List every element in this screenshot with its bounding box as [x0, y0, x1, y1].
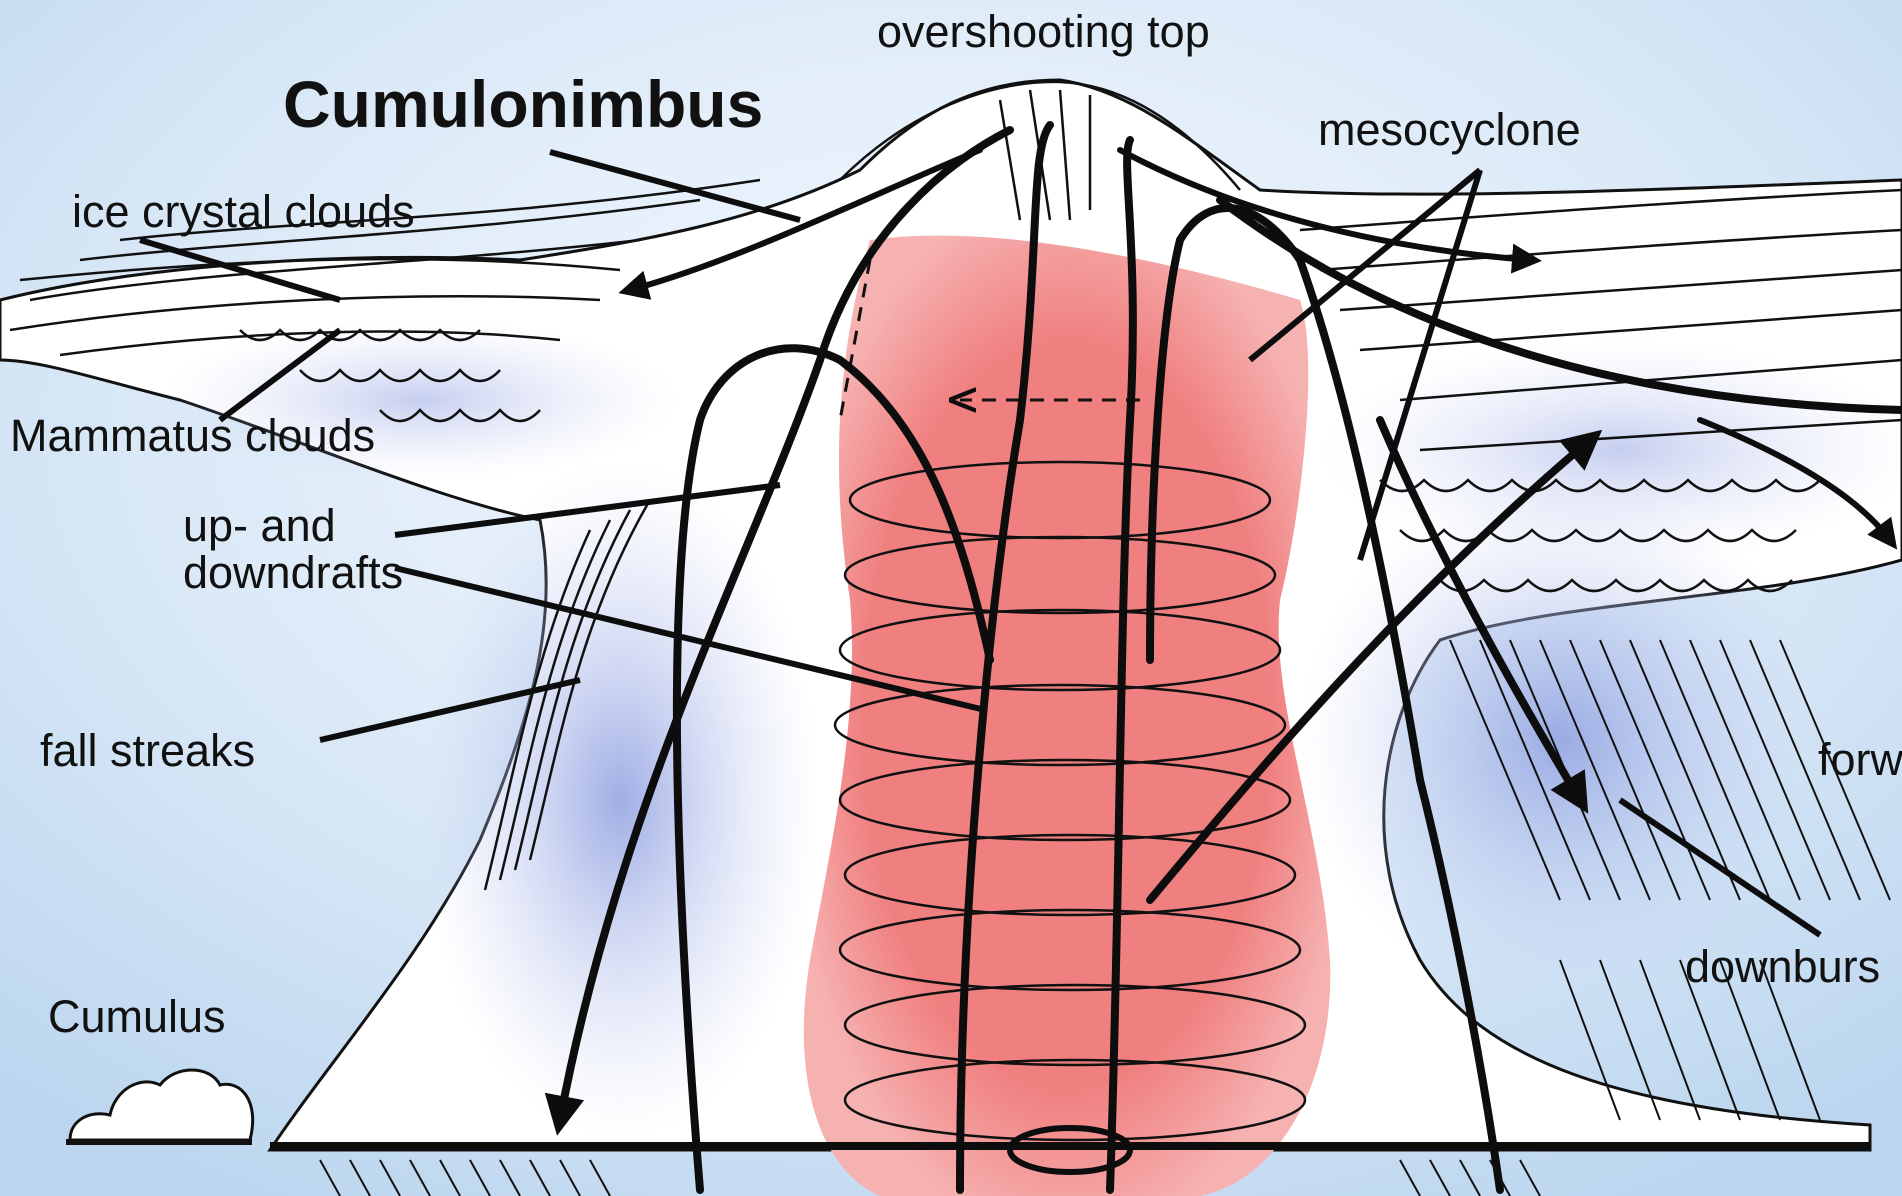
label-overshooting-top: overshooting top	[877, 8, 1210, 55]
diagram-title: Cumulonimbus	[283, 70, 763, 139]
label-mammatus-clouds: Mammatus clouds	[10, 412, 375, 459]
label-up-and-downdrafts-line1: up- and	[183, 502, 403, 549]
label-up-and-downdrafts-line2: downdrafts	[183, 549, 403, 596]
label-cumulus: Cumulus	[48, 993, 226, 1040]
label-downburst-partial: downburs	[1685, 943, 1880, 990]
label-up-and-downdrafts: up- and downdrafts	[183, 502, 403, 597]
label-forward-partial: forw	[1818, 736, 1902, 783]
label-mesocyclone: mesocyclone	[1318, 106, 1581, 153]
label-ice-crystal-clouds: ice crystal clouds	[72, 188, 415, 235]
left-shadow	[420, 460, 820, 1140]
label-fall-streaks: fall streaks	[40, 727, 255, 774]
